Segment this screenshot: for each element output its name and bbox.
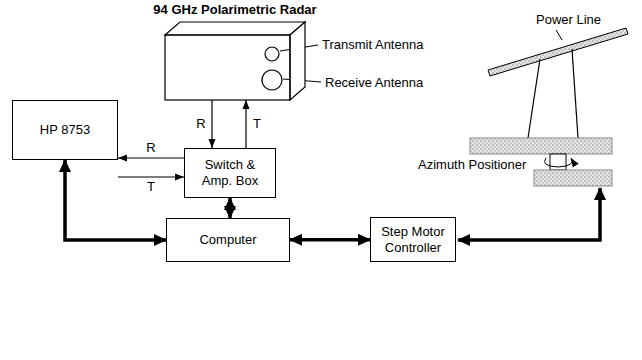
radar-title: 94 GHz Polarimetric Radar [120, 2, 350, 18]
radar-unit: 94 GHz Polarimetric Radar [165, 35, 290, 100]
support [528, 59, 540, 138]
support [572, 49, 578, 138]
box-label: Step Motor Controller [377, 224, 449, 255]
power-line [488, 28, 628, 76]
data-bus [290, 238, 370, 242]
signal-arrow [118, 157, 184, 158]
process-box: HP 8753 [12, 100, 118, 160]
process-box: Switch & Amp. Box [184, 148, 276, 198]
callout-label: Receive Antenna [325, 75, 423, 91]
process-box: Computer [166, 218, 290, 262]
upper-plate [470, 138, 612, 154]
signal-label: R [144, 141, 157, 155]
process-box: Step Motor Controller [370, 217, 456, 262]
signal-label: T [145, 180, 157, 194]
box-label: Switch & Amp. Box [194, 157, 266, 188]
signal-arrow [211, 100, 212, 148]
signal-label: T [251, 117, 263, 131]
shaft [550, 154, 566, 170]
data-bus [65, 160, 166, 240]
signal-label: R [194, 117, 207, 131]
transmit-antenna [265, 47, 279, 61]
callout-label: Power Line [536, 12, 601, 28]
radar-housing [165, 20, 325, 115]
receive-antenna [262, 70, 282, 90]
leader-line [556, 30, 562, 40]
box-label: HP 8753 [40, 122, 90, 138]
callout-label: Azimuth Positioner [418, 157, 526, 173]
motor-cable [458, 188, 600, 240]
box-label: Computer [199, 232, 256, 248]
rotation-arrow [545, 158, 573, 167]
callout-label: Transmit Antenna [322, 37, 423, 53]
lower-plate [534, 170, 612, 186]
signal-arrow [245, 100, 246, 148]
signal-arrow [118, 176, 184, 177]
data-bus [228, 198, 232, 218]
